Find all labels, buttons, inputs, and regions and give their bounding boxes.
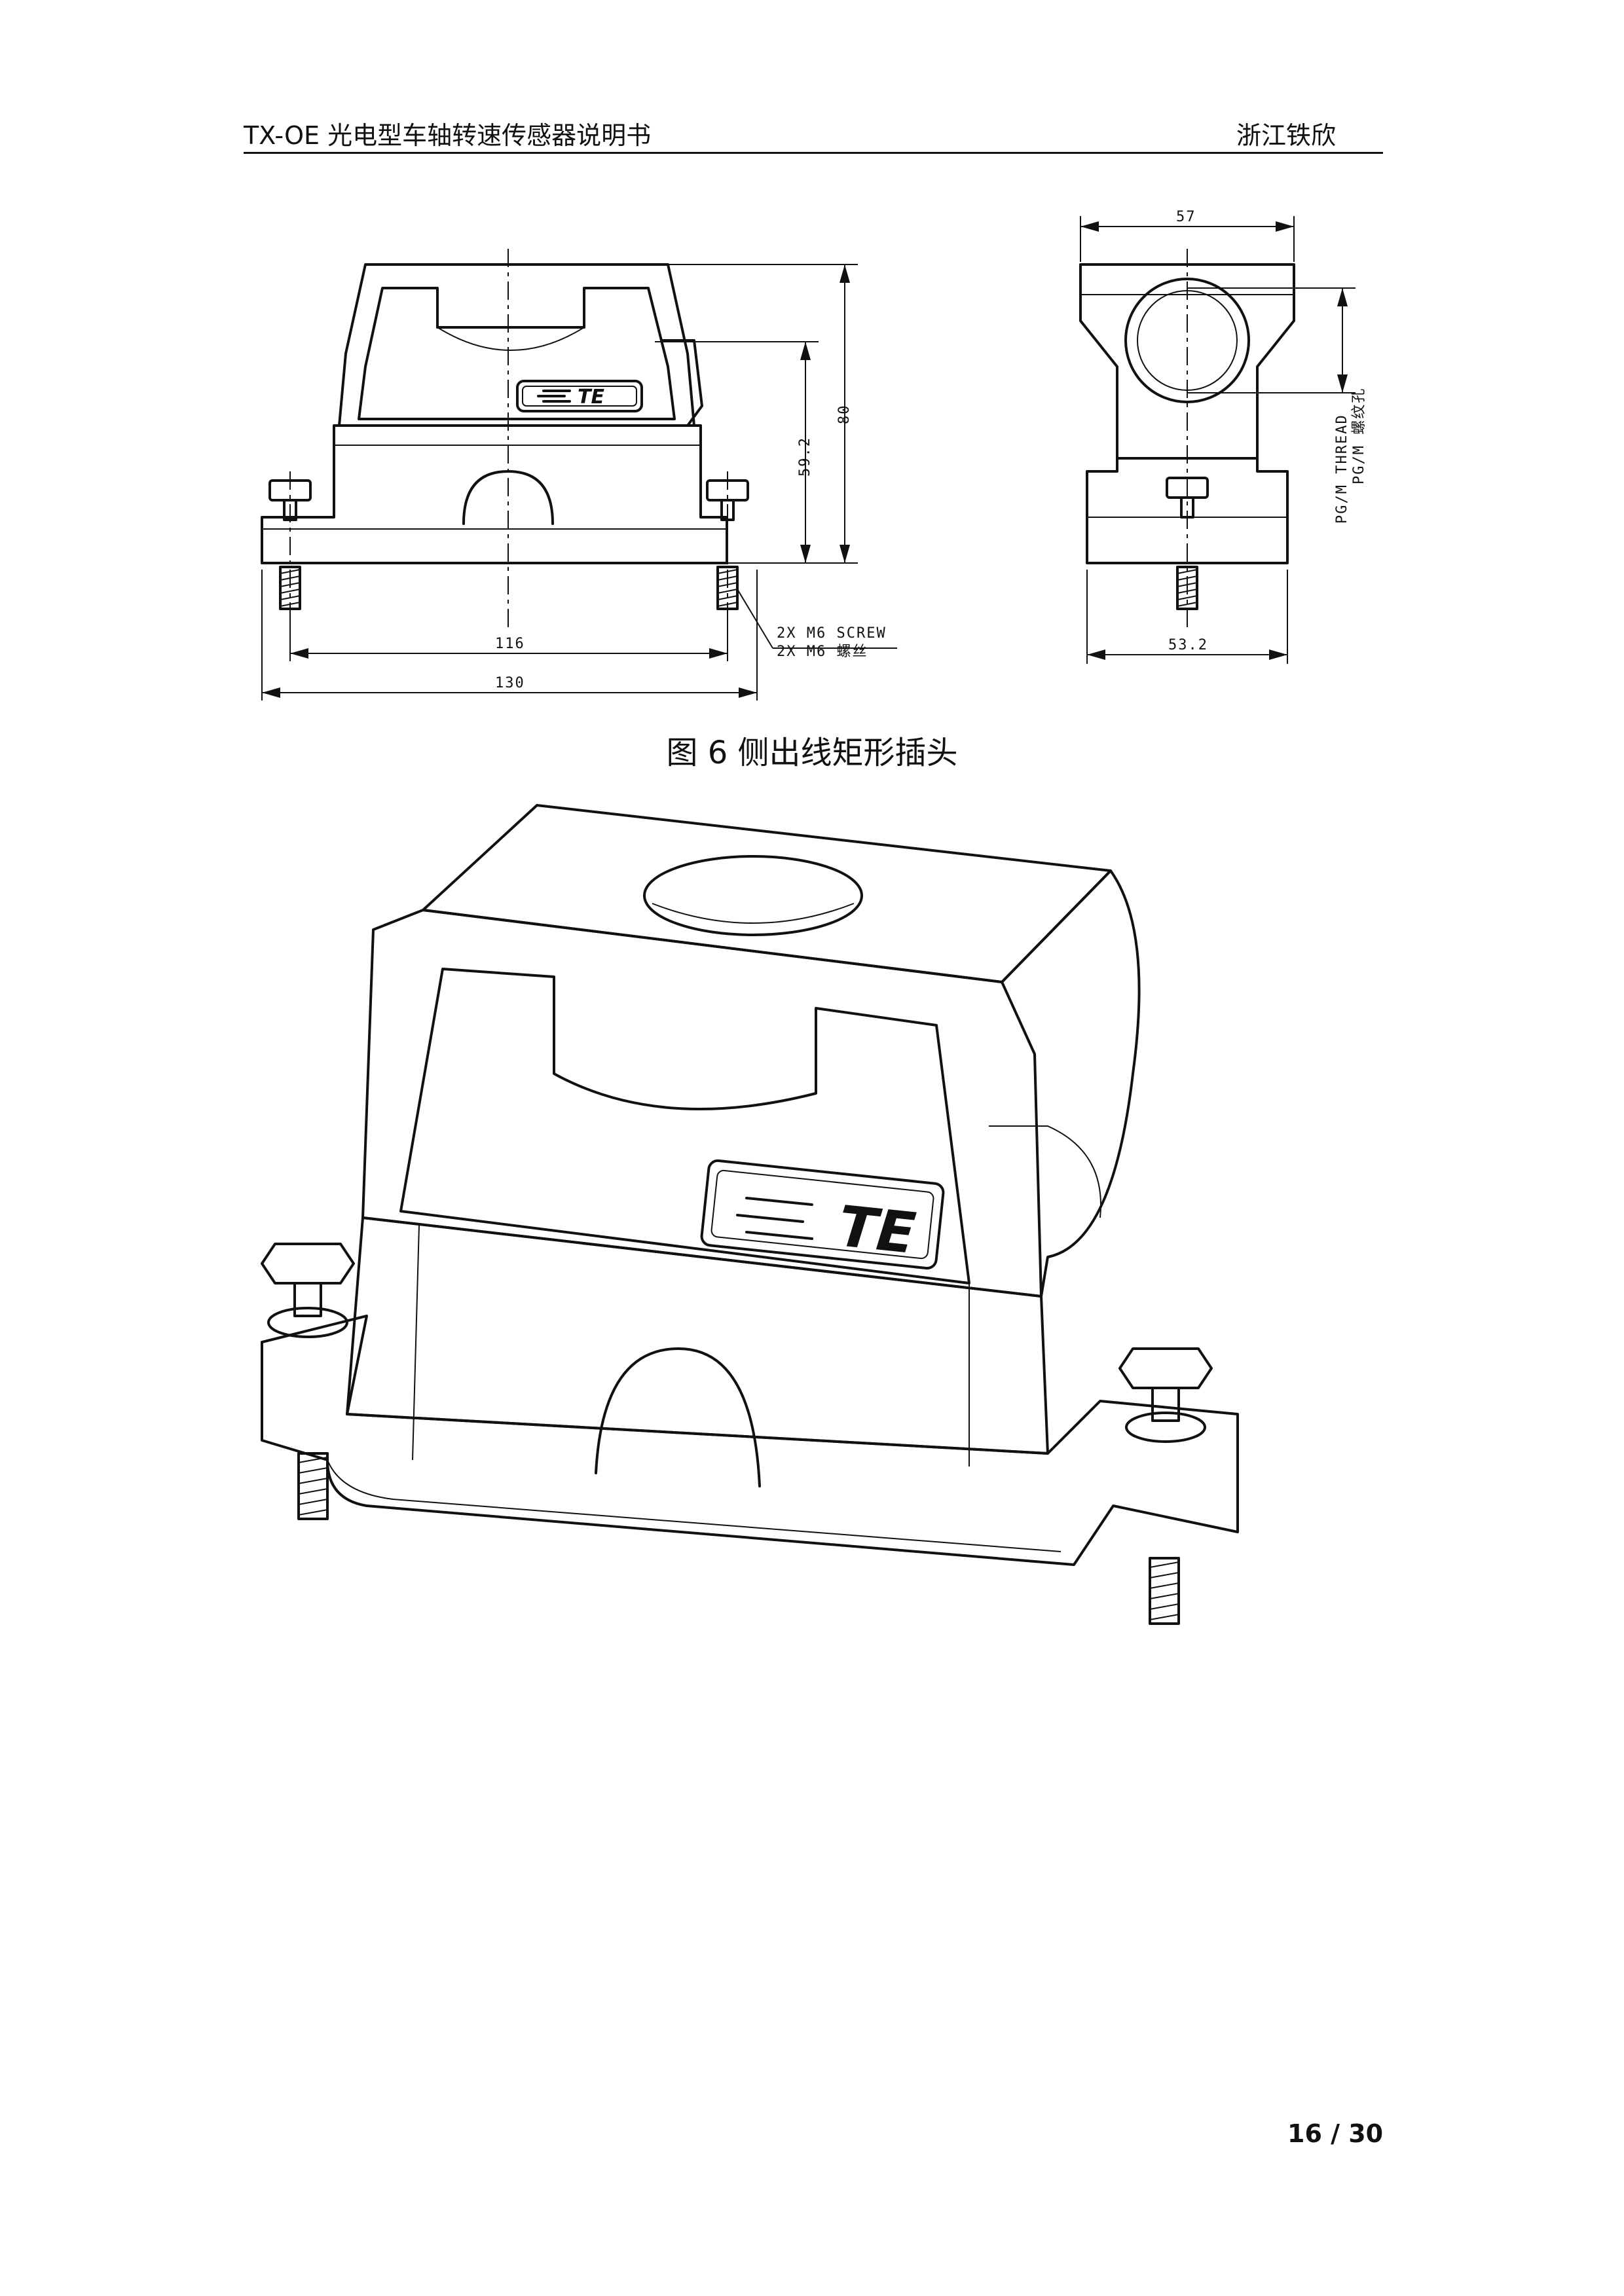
front-view: TE 80 59.2 116 [261, 249, 897, 701]
dim-59-2: 59.2 [797, 437, 813, 477]
page-number: 16 / 30 [1287, 2119, 1384, 2148]
thread-note-cn: PG/M 螺纹孔 [1351, 388, 1367, 484]
dim-130: 130 [495, 675, 525, 691]
figure-caption: 图 6 侧出线矩形插头 [666, 735, 958, 771]
dim-80: 80 [836, 405, 853, 425]
front-logo-text: TE [578, 386, 604, 409]
screw-note-en: 2X M6 SCREW [777, 625, 887, 642]
side-view: 57 53.2 PG/M THREAD PG/M 螺纹孔 [1079, 209, 1367, 664]
header-rule [244, 152, 1383, 154]
screw-note-cn: 2X M6 螺丝 [777, 644, 868, 660]
dim-116: 116 [495, 636, 525, 652]
company-name: 浙江铁欣 [1236, 121, 1337, 150]
thread-note-en: PG/M THREAD [1334, 414, 1350, 524]
dim-53-2: 53.2 [1168, 637, 1208, 653]
iso-logo-text: TE [836, 1194, 919, 1267]
isometric-view: TE [261, 804, 1239, 1625]
document-title: TX-OE 光电型车轴转速传感器说明书 [244, 121, 652, 150]
dim-57: 57 [1176, 209, 1196, 225]
